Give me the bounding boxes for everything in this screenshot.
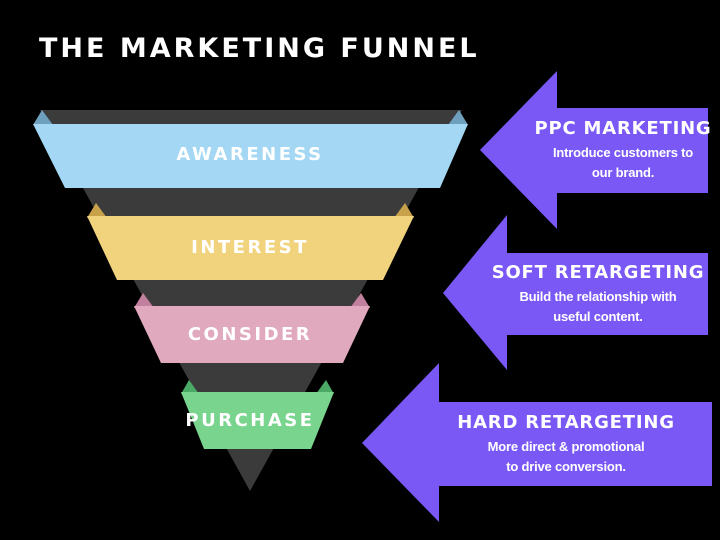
fold-consider-right-icon <box>350 293 370 308</box>
arrow-shape-hard-retargeting[interactable] <box>362 363 712 522</box>
fold-consider-left-icon <box>134 293 154 308</box>
funnel-back-shape <box>40 110 462 491</box>
arrow-shape-soft-retargeting[interactable] <box>443 215 708 370</box>
fold-interest-right-icon <box>394 203 414 218</box>
fold-awareness-right-icon <box>448 110 468 125</box>
arrow-shape-ppc-marketing[interactable] <box>480 71 708 229</box>
fold-interest-left-icon <box>87 203 107 218</box>
fold-awareness-left-icon <box>33 110 53 125</box>
fold-purchase-right-icon <box>316 380 334 394</box>
stage-band-purchase[interactable] <box>181 392 334 449</box>
stage-band-consider[interactable] <box>134 306 370 363</box>
stage-band-awareness[interactable] <box>33 124 468 188</box>
fold-purchase-left-icon <box>181 380 199 394</box>
stage-band-interest[interactable] <box>87 216 414 280</box>
page-title: THE MARKETING FUNNEL <box>39 33 480 64</box>
